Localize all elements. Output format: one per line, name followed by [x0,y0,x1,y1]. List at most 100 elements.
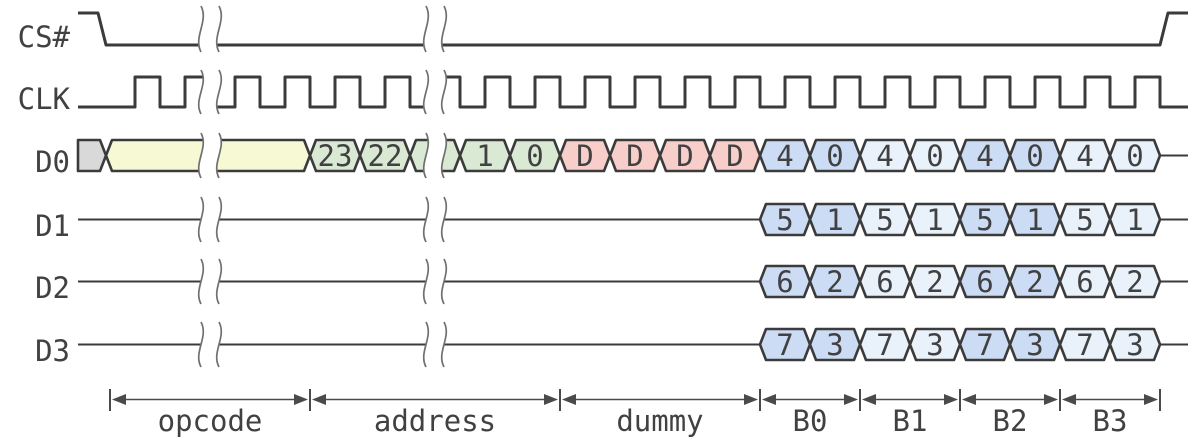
break-squiggle [215,5,223,53]
span-label-opcode: opcode [158,404,263,438]
break-squiggle [197,258,205,305]
bus-cell-d0-0 [76,138,108,173]
span-label-b0: B0 [793,404,828,438]
break-mask [423,197,447,242]
signal-label-d1: D1 [35,209,70,243]
bus-cell-label-d0-10: D [726,139,743,173]
span-label-dummy: dummy [616,404,703,438]
bus-cell-label-d1-7: 1 [1126,203,1143,237]
signal-label-cs: CS# [18,20,71,54]
bus-cell-label-d3-3: 3 [926,328,943,362]
break-mask [198,6,222,52]
bus-cell-label-d2-0: 6 [776,265,793,299]
break-squiggle [197,69,205,115]
bus-cell-label-d3-1: 3 [826,328,843,362]
bit-waveform-cs [78,11,1188,47]
span-arrowhead-left-address [312,394,326,405]
break-squiggle [422,5,430,53]
bus-cell-label-d2-4: 6 [976,265,993,299]
bus-cell-label-d0-11: 4 [776,139,793,173]
bus-cell-label-d0-6: 0 [526,139,543,173]
bus-cell-label-d1-2: 5 [876,203,893,237]
bus-cell-label-d0-8: D [626,139,643,173]
bus-cell-label-d2-7: 2 [1126,265,1143,299]
span-label-b2: B2 [993,404,1028,438]
break-squiggle [197,321,205,368]
break-squiggle [422,196,430,243]
break-squiggle [440,196,448,243]
bus-cell-label-d3-2: 7 [876,328,893,362]
bus-cell-label-d1-1: 1 [826,203,843,237]
bus-cell-label-d0-14: 0 [926,139,943,173]
break-squiggle [440,258,448,305]
bus-cell-label-d3-5: 3 [1026,328,1043,362]
bus-cell-label-d0-2: 23 [318,139,353,173]
bus-cell-label-d3-0: 7 [776,328,793,362]
bus-cell-label-d1-3: 1 [926,203,943,237]
bus-cell-label-d0-17: 4 [1076,139,1093,173]
bus-cell-label-d0-7: D [576,139,593,173]
span-arrowhead-right-b0 [844,394,858,405]
break-squiggle [197,5,205,53]
break-mask [423,259,447,304]
bus-cell-label-d3-4: 7 [976,328,993,362]
bus-cell-label-d0-13: 4 [876,139,893,173]
break-squiggle [215,69,223,115]
span-arrowhead-right-b1 [944,394,958,405]
bus-cell-label-d0-5: 1 [476,139,493,173]
span-label-address: address [374,404,496,438]
span-arrowhead-left-b2 [962,394,976,405]
span-arrowhead-left-dummy [562,394,576,405]
break-squiggle [215,321,223,368]
bus-cell-label-d2-3: 2 [926,265,943,299]
bus-cell-label-d0-18: 0 [1126,139,1143,173]
break-mask [198,133,222,178]
signal-label-d0: D0 [35,145,70,179]
bus-cell-label-d0-12: 0 [826,139,843,173]
bus-cell-label-d2-6: 6 [1076,265,1093,299]
break-mask [423,322,447,367]
span-arrowhead-right-dummy [744,394,758,405]
clock-waveform-clk [78,75,1188,109]
break-squiggle [440,321,448,368]
break-squiggle [440,69,448,115]
break-mask [198,197,222,242]
break-mask [198,70,222,114]
span-arrowhead-right-b2 [1044,394,1058,405]
break-mask [423,6,447,52]
signal-label-d2: D2 [35,271,70,305]
bus-cell-label-d1-5: 1 [1026,203,1043,237]
bus-cell-label-d0-16: 0 [1026,139,1043,173]
bus-cell-label-d3-7: 3 [1126,328,1143,362]
break-squiggle [197,132,205,179]
break-squiggle [422,321,430,368]
bus-cell-label-d2-2: 6 [876,265,893,299]
break-squiggle [422,69,430,115]
span-arrowhead-left-opcode [112,394,126,405]
bus-cell-label-d0-9: D [676,139,693,173]
break-mask [198,322,222,367]
span-arrowhead-left-b3 [1062,394,1076,405]
signal-label-clk: CLK [18,82,71,116]
bus-cell-label-d1-4: 5 [976,203,993,237]
break-squiggle [440,132,448,179]
bus-cell-label-d0-15: 4 [976,139,993,173]
break-squiggle [422,258,430,305]
break-mask [198,259,222,304]
span-arrowhead-right-b3 [1144,394,1158,405]
break-mask [423,133,447,178]
break-squiggle [440,5,448,53]
span-label-b1: B1 [893,404,928,438]
bus-cell-label-d2-5: 2 [1026,265,1043,299]
break-squiggle [422,132,430,179]
span-arrowhead-left-b0 [762,394,776,405]
bus-cell-label-d3-6: 7 [1076,328,1093,362]
break-squiggle [215,196,223,243]
break-squiggle [197,196,205,243]
span-arrowhead-left-b1 [862,394,876,405]
signal-label-d3: D3 [35,334,70,368]
bus-cell-label-d0-3: 22 [368,139,403,173]
span-arrowhead-right-address [544,394,558,405]
